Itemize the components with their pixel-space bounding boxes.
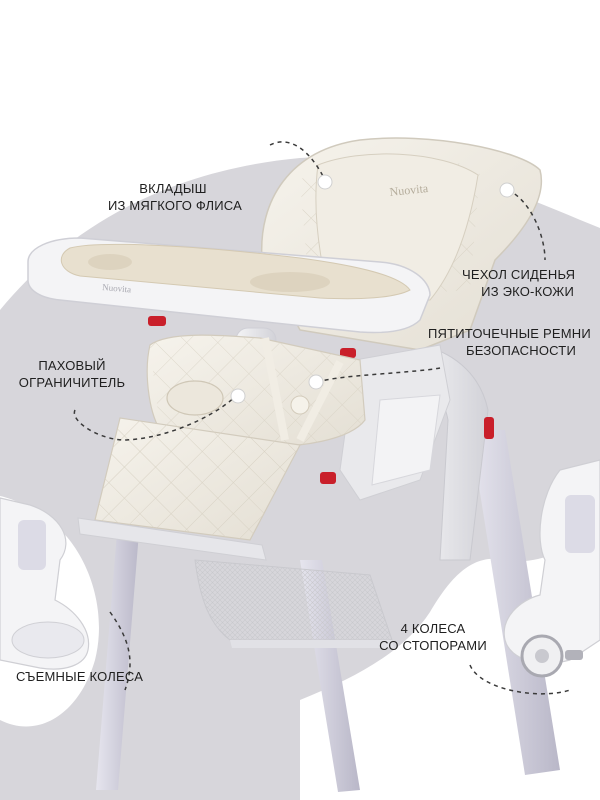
red-button-1 — [148, 316, 166, 326]
callout-line-removable — [109, 611, 131, 691]
footboard — [77, 517, 267, 561]
chair-logo-insert: Nuovita — [389, 181, 430, 199]
label-fleece-insert: ВКЛАДЫШ ИЗ МЯГКОГО ФЛИСА — [108, 181, 242, 213]
label-removable-wheels: СЪЕМНЫЕ КОЛЕСА — [16, 669, 144, 684]
chair-logo-tray: Nuovita — [102, 282, 132, 294]
red-button-4 — [320, 472, 336, 484]
callout-dot-cover — [499, 182, 515, 198]
callout-dot-harness — [308, 374, 324, 390]
harness-strap-left — [261, 337, 289, 441]
label-harness: ПЯТИТОЧЕЧНЫЕ РЕМНИ БЕЗОПАСНОСТИ — [428, 326, 591, 358]
front-leg — [96, 520, 140, 790]
callout-dot-fleece — [317, 174, 333, 190]
crotch-guard — [166, 380, 224, 416]
harness-strap-right — [296, 360, 344, 442]
callout-line-wheels — [469, 664, 571, 695]
callout-line-crotch — [73, 395, 237, 441]
red-button-3 — [484, 417, 494, 439]
red-button-2 — [340, 348, 356, 358]
label-seat-cover: ЧЕХОЛ СИДЕНЬЯ ИЗ ЭКО-КОЖИ — [462, 267, 576, 299]
callout-lines — [73, 141, 571, 695]
callout-dot-crotch — [230, 388, 246, 404]
label-wheels-stoppers: 4 КОЛЕСА СО СТОПОРАМИ — [379, 621, 487, 653]
label-crotch-guard: ПАХОВЫЙ ОГРАНИЧИТЕЛЬ — [18, 358, 126, 390]
harness-buckle — [290, 395, 310, 415]
callout-line-cover — [507, 189, 546, 261]
rear-leg — [470, 430, 560, 775]
